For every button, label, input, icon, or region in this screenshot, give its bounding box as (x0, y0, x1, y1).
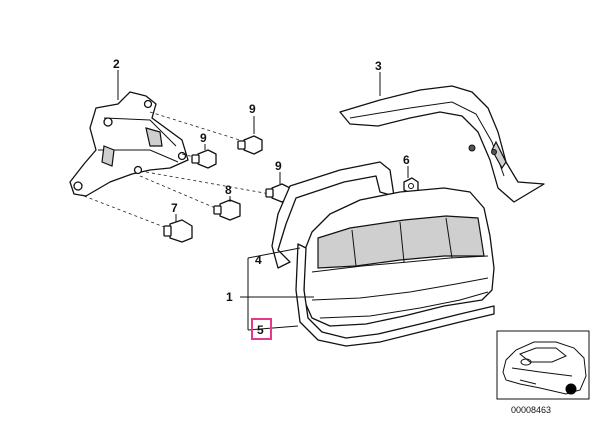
nut-icon (468, 144, 497, 155)
trim-panel (339, 85, 545, 203)
callout-2: 2 (113, 57, 120, 71)
bulb-icon (191, 149, 217, 169)
callout-9a: 9 (249, 102, 256, 116)
bulb-icon (163, 219, 193, 243)
gasket (271, 161, 395, 269)
callout-5[interactable]: 5 (257, 323, 264, 337)
callout-9c: 9 (275, 159, 282, 173)
vehicle-locator-inset (496, 330, 590, 400)
callout-4: 4 (255, 253, 262, 267)
callout-3: 3 (375, 59, 382, 73)
bulb-icon (213, 199, 241, 221)
callout-bracket (240, 247, 314, 331)
callout-6: 6 (403, 153, 410, 167)
car-silhouette-icon (502, 341, 587, 395)
bulb-icon (237, 135, 263, 155)
callout-7: 7 (171, 201, 178, 215)
tail-lamp-housing (303, 187, 495, 327)
reference-number: 00008463 (511, 405, 551, 415)
callout-9b: 9 (200, 131, 207, 145)
seal-strip (295, 243, 495, 347)
callout-1: 1 (226, 290, 233, 304)
location-marker (565, 383, 577, 395)
bulb-carrier-bracket (69, 91, 189, 197)
callout-5-highlight[interactable] (251, 318, 272, 340)
callout-8: 8 (225, 183, 232, 197)
